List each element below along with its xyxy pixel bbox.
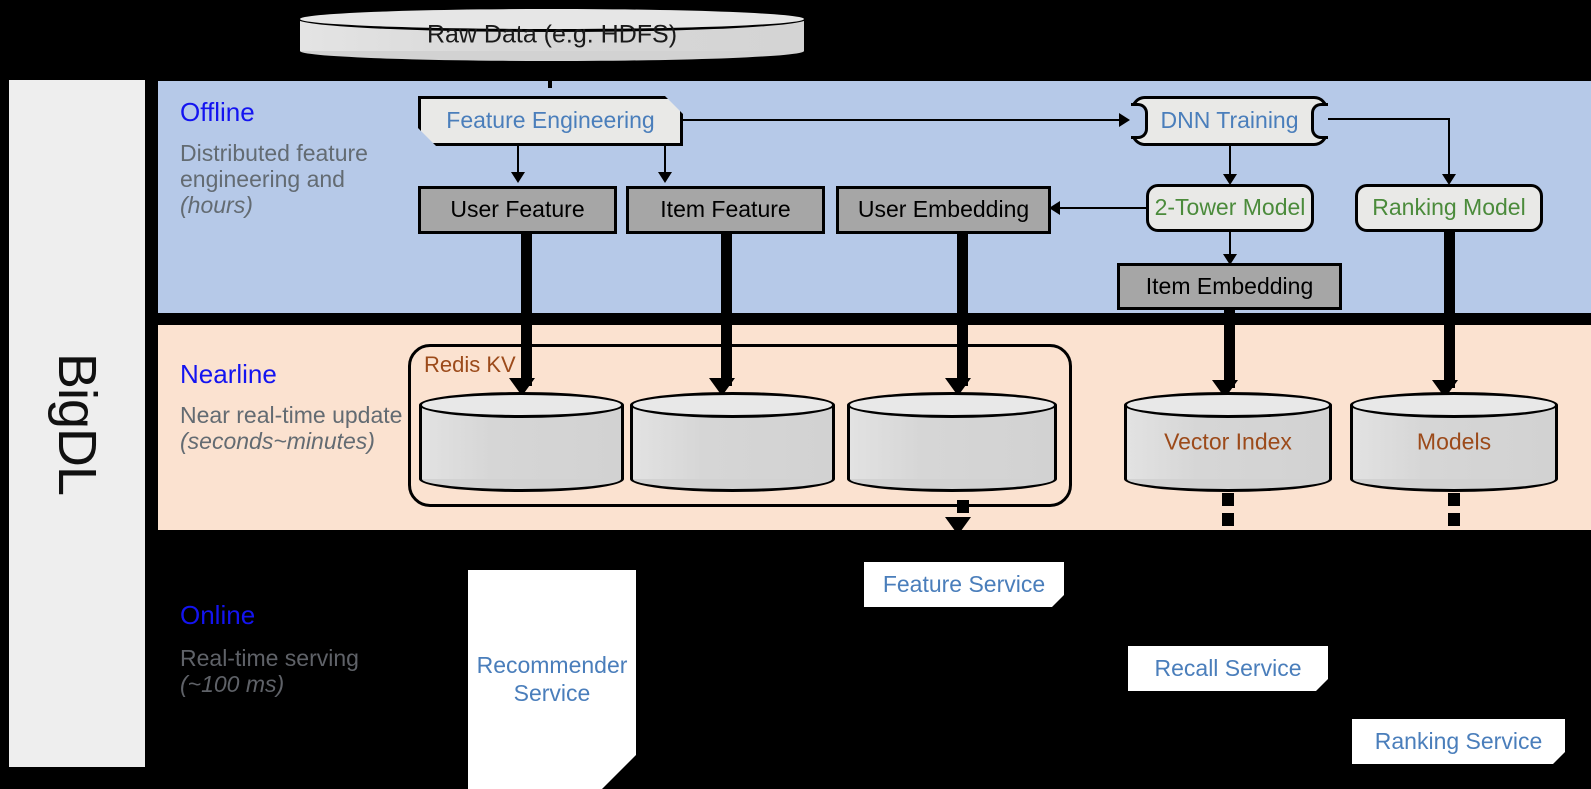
bigdl-platform-label: BigDL bbox=[47, 352, 108, 495]
connector-fe-itemfeature bbox=[664, 146, 666, 175]
node-user-embedding[interactable]: User Embedding bbox=[836, 186, 1051, 234]
service-recall[interactable]: Recall Service bbox=[1128, 646, 1328, 691]
arrowhead-dnn-twotower bbox=[1223, 174, 1237, 185]
offline-desc-text: Distributed feature engineering and bbox=[180, 140, 368, 193]
node-feature-engineering[interactable]: Feature Engineering bbox=[418, 96, 683, 146]
redis-kv-container bbox=[408, 344, 1072, 507]
online-description: Real-time serving (~100 ms) bbox=[180, 645, 395, 697]
connector-dnn-ranking-v bbox=[1448, 118, 1450, 178]
two-tower-model-label: 2-Tower Model bbox=[1154, 194, 1306, 221]
service-recommender[interactable]: Recommender Service bbox=[468, 570, 636, 789]
node-ranking-model[interactable]: Ranking Model bbox=[1355, 184, 1543, 232]
node-item-feature[interactable]: Item Feature bbox=[626, 186, 825, 234]
dash-models-ranking-2 bbox=[1448, 513, 1460, 526]
recall-service-label: Recall Service bbox=[1154, 654, 1302, 681]
connector-fe-userfeature bbox=[517, 146, 519, 175]
dash-vectorindex-recall-2 bbox=[1222, 513, 1234, 526]
connector-dnn-ranking-h bbox=[1328, 118, 1450, 120]
ranking-model-label: Ranking Model bbox=[1372, 194, 1526, 221]
node-user-feature[interactable]: User Feature bbox=[418, 186, 617, 234]
cylinder-top bbox=[1350, 392, 1558, 418]
user-feature-label: User Feature bbox=[450, 196, 585, 223]
raw-data-cylinder: Raw Data (e.g. HDFS) bbox=[297, 6, 807, 64]
arrowhead-twotower-itemembedding bbox=[1223, 254, 1237, 265]
cylinder-top bbox=[419, 392, 624, 418]
connector-twotower-userembedding bbox=[1055, 207, 1148, 209]
arrowhead-dnn-ranking bbox=[1442, 174, 1456, 185]
pipe-userembedding-redis bbox=[957, 234, 968, 386]
redis-cylinder-user-feature[interactable] bbox=[419, 392, 624, 492]
arrowhead-redis-featureservice bbox=[945, 517, 971, 535]
feature-engineering-label: Feature Engineering bbox=[446, 107, 655, 134]
nearline-title: Nearline bbox=[180, 359, 277, 389]
cylinder-top bbox=[630, 392, 835, 418]
dash-vectorindex-recall-1 bbox=[1222, 493, 1234, 506]
offline-description: Distributed feature engineering and (hou… bbox=[180, 140, 395, 219]
connector-dnn-twotower bbox=[1229, 146, 1231, 178]
service-feature[interactable]: Feature Service bbox=[864, 562, 1064, 607]
dnn-training-label: DNN Training bbox=[1160, 107, 1299, 134]
recommender-service-label-line2: Service bbox=[513, 679, 591, 706]
online-desc-italic: (~100 ms) bbox=[180, 671, 285, 698]
ranking-service-label: Ranking Service bbox=[1374, 727, 1543, 754]
arrowhead-fe-itemfeature bbox=[658, 172, 672, 183]
models-cylinder[interactable]: Models bbox=[1350, 392, 1558, 492]
redis-cylinder-user-embedding[interactable] bbox=[847, 392, 1057, 492]
recommender-service-label-line1: Recommender bbox=[476, 651, 628, 678]
pipe-itemembedding-vectorindex bbox=[1224, 310, 1235, 388]
node-two-tower-model[interactable]: 2-Tower Model bbox=[1146, 184, 1314, 232]
nearline-desc-italic: (seconds~minutes) bbox=[180, 428, 375, 455]
pipe-userfeature-redis bbox=[521, 234, 532, 386]
arrowhead-fe-userfeature bbox=[511, 172, 525, 183]
feature-service-label: Feature Service bbox=[882, 570, 1046, 597]
node-dnn-training[interactable]: DNN Training bbox=[1131, 96, 1328, 146]
models-label: Models bbox=[1416, 428, 1492, 455]
cylinder-top bbox=[847, 392, 1057, 418]
nearline-desc-text: Near real-time update bbox=[180, 402, 403, 428]
cylinder-top bbox=[297, 6, 807, 32]
nearline-description: Near real-time update (seconds~minutes) bbox=[180, 402, 405, 454]
offline-title: Offline bbox=[180, 97, 255, 127]
online-title: Online bbox=[180, 600, 256, 630]
pipe-itemfeature-redis bbox=[721, 234, 732, 386]
item-embedding-label: Item Embedding bbox=[1145, 272, 1314, 299]
dash-models-ranking-1 bbox=[1448, 493, 1460, 506]
user-embedding-label: User Embedding bbox=[857, 196, 1030, 223]
redis-kv-label: Redis KV bbox=[424, 352, 516, 377]
online-desc-text: Real-time serving bbox=[180, 645, 359, 671]
arrowhead-rawdata-fe bbox=[537, 63, 563, 81]
connector-twotower-itemembedding bbox=[1229, 232, 1231, 260]
vector-index-cylinder[interactable]: Vector Index bbox=[1124, 392, 1332, 492]
vector-index-label: Vector Index bbox=[1164, 428, 1292, 455]
arrowhead-fe-dnn bbox=[1119, 113, 1130, 127]
raw-data-label: Raw Data (e.g. HDFS) bbox=[426, 20, 678, 49]
item-feature-label: Item Feature bbox=[660, 196, 791, 223]
redis-cylinder-item-feature[interactable] bbox=[630, 392, 835, 492]
cylinder-body bbox=[419, 405, 624, 479]
arrowhead-twotower-userembedding bbox=[1049, 201, 1060, 215]
page-fold-icon bbox=[606, 759, 634, 787]
service-ranking[interactable]: Ranking Service bbox=[1352, 719, 1565, 764]
dash-redis-featureservice-1 bbox=[957, 500, 969, 513]
connector-fe-dnn bbox=[683, 119, 1120, 121]
pipe-rankingmodel-models bbox=[1444, 232, 1455, 388]
offline-desc-italic: (hours) bbox=[180, 192, 253, 219]
node-item-embedding[interactable]: Item Embedding bbox=[1117, 263, 1342, 310]
cylinder-top bbox=[1124, 392, 1332, 418]
bigdl-platform-rail: BigDL bbox=[7, 78, 147, 769]
